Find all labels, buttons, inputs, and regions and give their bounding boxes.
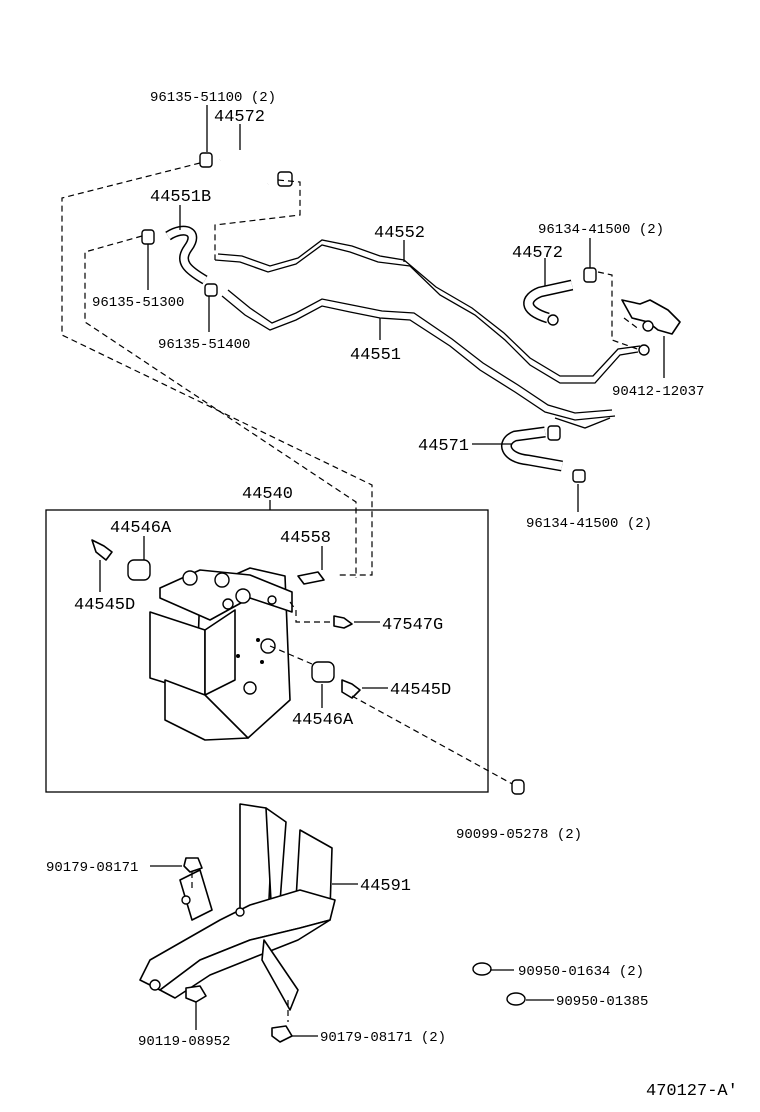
part-label-90179-08171-top: 90179-08171 <box>46 860 138 876</box>
part-label-44545d-right: 44545D <box>390 681 451 700</box>
part-label-47547g: 47547G <box>382 616 443 635</box>
hose-44551b <box>141 225 218 297</box>
part-label-44540: 44540 <box>242 485 293 504</box>
part-label-44546a-top: 44546A <box>110 519 172 538</box>
part-label-44571: 44571 <box>418 437 469 456</box>
line-bracket-right <box>621 299 681 356</box>
part-label-96135-51400: 96135-51400 <box>158 337 250 353</box>
part-label-90950-01385: 90950-01385 <box>556 994 648 1010</box>
part-label-44572-right: 44572 <box>512 244 563 263</box>
part-label-90950-01634: 90950-01634 (2) <box>518 964 644 980</box>
part-label-90099-05278: 90099-05278 (2) <box>456 827 582 843</box>
part-label-96134-41500-top: 96134-41500 (2) <box>538 222 664 238</box>
hose-44571 <box>501 425 586 483</box>
dashed-routing-lines <box>61 162 641 578</box>
part-label-44558: 44558 <box>280 529 331 548</box>
leader-lines-mid <box>99 536 517 787</box>
brake-line-44551-shape <box>221 295 616 421</box>
part-label-90179-08171-bottom: 90179-08171 (2) <box>320 1030 446 1046</box>
leader-lines-bottom <box>150 865 554 1037</box>
part-label-44552: 44552 <box>374 224 425 243</box>
leader-lines-top <box>147 105 665 512</box>
nut-90099 <box>511 779 525 795</box>
abs-actuator-body <box>149 567 293 741</box>
part-label-44545d-left: 44545D <box>74 596 135 615</box>
part-label-44591: 44591 <box>360 877 411 896</box>
part-label-44551b: 44551B <box>150 188 211 207</box>
part-label-90412-12037: 90412-12037 <box>612 384 704 400</box>
brake-line-44552-shape <box>214 244 639 384</box>
brake-lines-group <box>214 239 641 429</box>
actuator-bracket-44591 <box>139 803 336 1011</box>
actuator-assembly-box <box>45 509 489 793</box>
part-label-96134-41500-bottom: 96134-41500 (2) <box>526 516 652 532</box>
hose-44572-top <box>199 149 293 194</box>
part-label-44551: 44551 <box>350 346 401 365</box>
bracket-fasteners <box>183 857 526 1043</box>
part-label-44572-top: 44572 <box>214 108 265 127</box>
part-label-96135-51300: 96135-51300 <box>92 295 184 311</box>
part-label-90119-08952: 90119-08952 <box>138 1034 230 1050</box>
part-label-44546a-bottom: 44546A <box>292 711 354 730</box>
grommets-bolts <box>91 539 361 699</box>
hose-44572-right <box>523 267 597 326</box>
diagram-id: 470127-A' <box>646 1082 738 1101</box>
part-label-96135-51100: 96135-51100 (2) <box>150 90 276 106</box>
